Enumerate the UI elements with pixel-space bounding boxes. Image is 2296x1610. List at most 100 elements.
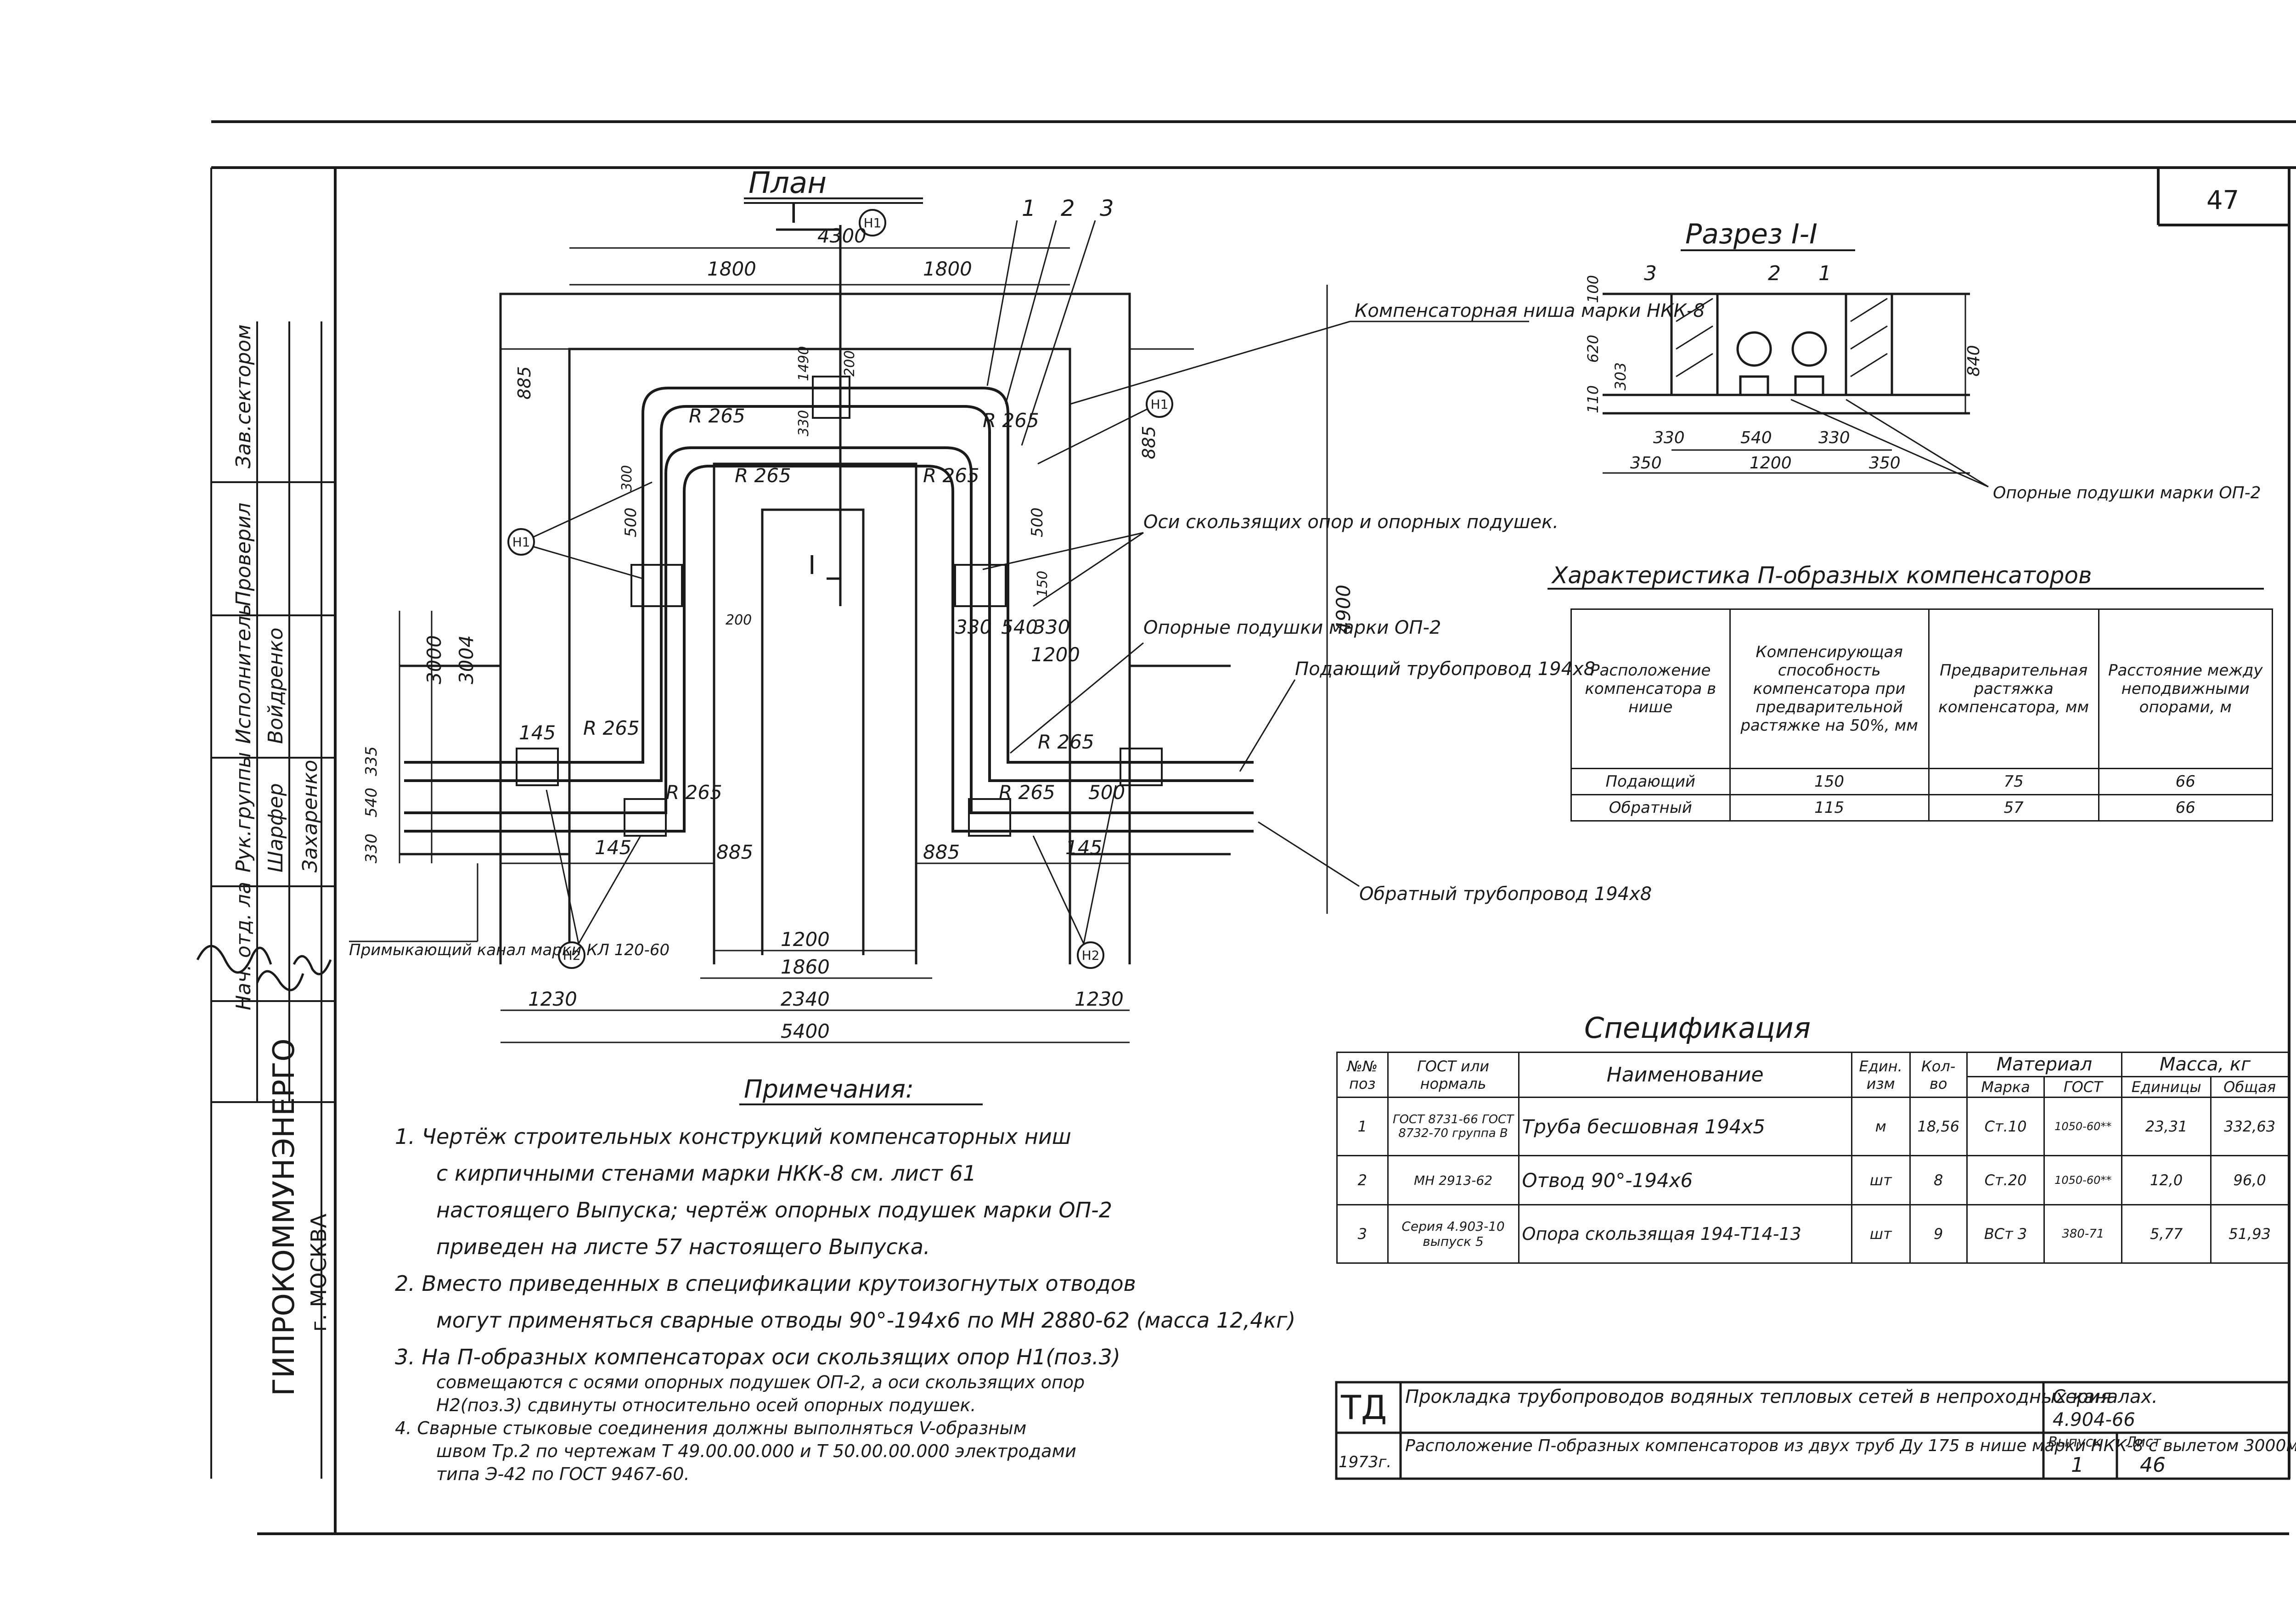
note-line: с кирпичными стенами марки НКК-8 см. лис… bbox=[436, 1161, 976, 1186]
spec-cell-gost: Серия 4.903-10 выпуск 5 bbox=[1387, 1204, 1519, 1264]
section-position-label: 3 bbox=[1644, 262, 1657, 285]
axis-circles bbox=[507, 209, 1173, 969]
section-title: Разрез I-I bbox=[1685, 218, 1818, 250]
characteristics-cell: 75 bbox=[1928, 768, 2099, 795]
dim-500: 500 bbox=[622, 507, 640, 537]
dim-145: 145 bbox=[1065, 836, 1102, 859]
dim-200: 200 bbox=[726, 612, 752, 628]
dim-1230-right: 1230 bbox=[1075, 988, 1124, 1010]
callout-support-pads: Опорные подушки марки ОП-2 bbox=[1143, 617, 1441, 638]
dim-330: 330 bbox=[1033, 616, 1070, 638]
dim-r265: R 265 bbox=[666, 781, 722, 804]
dim-540: 540 bbox=[362, 788, 381, 817]
note-line: 2. Вместо приведенных в спецификации кру… bbox=[395, 1271, 1136, 1296]
stamp-name: Войдренко bbox=[264, 628, 287, 744]
characteristics-row: Обратный 115 57 66 bbox=[1570, 794, 2273, 822]
notes-title: Примечания: bbox=[744, 1075, 914, 1103]
spec-header-name: Наименование bbox=[1518, 1052, 1852, 1098]
dim-330: 330 bbox=[362, 833, 381, 863]
stamp-city: г. МОСКВА bbox=[306, 1213, 331, 1332]
stamp-role: Нач. отд. ла bbox=[232, 882, 255, 1010]
spec-header-mark: Марка bbox=[1966, 1076, 2045, 1098]
spec-cell-unit-mass: 12,0 bbox=[2121, 1155, 2212, 1205]
spec-cell-qty: 8 bbox=[1909, 1155, 1968, 1205]
section-dim-540: 540 bbox=[1740, 428, 1772, 447]
axis-label-h1: Н1 bbox=[1151, 397, 1169, 412]
spec-cell-gost: ГОСТ 8731-66 ГОСТ 8732-70 группа В bbox=[1387, 1097, 1519, 1156]
spec-cell-mark: Ст.10 bbox=[1966, 1097, 2045, 1156]
spec-header-unit: Един. изм bbox=[1851, 1052, 1911, 1098]
section-outline bbox=[1603, 293, 1970, 415]
title-block-series-value: 4.904-66 bbox=[2053, 1409, 2135, 1430]
specification-title: Спецификация bbox=[1584, 1011, 1811, 1045]
callout-niche: Компенсаторная ниша марки НКК-8 bbox=[1355, 300, 1705, 321]
dim-885: 885 bbox=[923, 841, 960, 863]
section-position-label: 2 bbox=[1768, 262, 1781, 285]
plan-position-label: 3 bbox=[1100, 196, 1114, 221]
callout-supply-pipe: Подающий трубопровод 194х8 bbox=[1295, 659, 1595, 680]
spec-cell-total-mass: 332,63 bbox=[2210, 1097, 2289, 1156]
spec-header-qty: Кол-во bbox=[1909, 1052, 1968, 1098]
return-pipe bbox=[404, 446, 1254, 833]
dim-885: 885 bbox=[716, 841, 753, 863]
sheet-frame bbox=[211, 120, 2296, 1535]
dim-r265: R 265 bbox=[983, 409, 1039, 432]
stamp-organization: ГИПРОКОММУНЭНЕРГО bbox=[267, 1038, 301, 1396]
stamp-name: Захаренко bbox=[298, 760, 322, 873]
section-dim-110: 110 bbox=[1584, 385, 1602, 413]
spec-cell-gost2: 1050-60** bbox=[2043, 1097, 2123, 1156]
dimension-lines bbox=[399, 247, 1328, 1043]
spec-header-gost: ГОСТ или нормаль bbox=[1387, 1052, 1519, 1098]
dim-4300: 4300 bbox=[817, 225, 867, 247]
plan-title: План bbox=[748, 166, 827, 200]
axis-leaders bbox=[532, 408, 1148, 944]
note-line: Н2(поз.3) сдвинуты относительно осей опо… bbox=[436, 1395, 976, 1415]
spec-cell-unit: м bbox=[1851, 1097, 1911, 1156]
dim-540: 540 bbox=[1001, 616, 1038, 638]
spec-cell-unit: шт bbox=[1851, 1155, 1911, 1205]
plan-position-label: 1 bbox=[1022, 196, 1036, 221]
section-mark-label: I bbox=[808, 551, 816, 580]
dim-r265: R 265 bbox=[923, 464, 979, 487]
spec-cell-name: Труба бесшовная 194х5 bbox=[1518, 1097, 1852, 1156]
title-block-issue-value: 1 bbox=[2071, 1453, 2084, 1477]
stamp-role: Зав.сектором bbox=[232, 324, 255, 468]
spec-header-total-mass: Общая bbox=[2210, 1076, 2289, 1098]
left-stamp-lines bbox=[210, 168, 335, 1479]
title-block-logo: ТД bbox=[1340, 1388, 1387, 1427]
stamp-role: Проверил bbox=[232, 502, 255, 606]
section-position-label: 1 bbox=[1818, 262, 1831, 285]
axis-label-h1: Н1 bbox=[512, 535, 530, 550]
section-dim-620: 620 bbox=[1584, 335, 1602, 363]
dim-1800-right: 1800 bbox=[923, 258, 972, 280]
section-dim-303: 303 bbox=[1612, 362, 1629, 390]
stamp-role: Исполнитель bbox=[232, 604, 255, 744]
spec-header-unit-mass: Единицы bbox=[2121, 1076, 2212, 1098]
dim-500: 500 bbox=[1088, 781, 1125, 804]
spec-row: 3 Серия 4.903-10 выпуск 5 Опора скользящ… bbox=[1336, 1204, 2289, 1264]
spec-row: 1 ГОСТ 8731-66 ГОСТ 8732-70 группа В Тру… bbox=[1336, 1097, 2289, 1156]
dim-1200: 1200 bbox=[1031, 643, 1080, 666]
section-dimension-lines bbox=[1603, 294, 1989, 488]
spec-header-mass: Масса, кг bbox=[2121, 1052, 2289, 1077]
characteristics-cell: Подающий bbox=[1570, 768, 1731, 795]
title-block-issue-label: Выпуск bbox=[2048, 1434, 2101, 1450]
spec-cell-unit: шт bbox=[1851, 1204, 1911, 1264]
callout-return-pipe: Обратный трубопровод 194х8 bbox=[1359, 884, 1652, 905]
axis-label-h2: Н2 bbox=[1082, 948, 1100, 963]
sheet-number: 47 bbox=[2206, 186, 2239, 215]
title-block-subtitle: Расположение П-образных компенсаторов из… bbox=[1405, 1436, 2296, 1455]
spec-cell-unit-mass: 5,77 bbox=[2121, 1204, 2212, 1264]
spec-cell-total-mass: 96,0 bbox=[2210, 1155, 2289, 1205]
characteristics-header: Расположение компенсатора в нише bbox=[1570, 608, 1731, 769]
characteristics-cell: 57 bbox=[1928, 794, 2099, 822]
spec-cell-mark: ВСт 3 bbox=[1966, 1204, 2045, 1264]
section-mark-label: I bbox=[790, 199, 798, 229]
spec-cell-pos: 2 bbox=[1336, 1155, 1389, 1205]
characteristics-cell: 150 bbox=[1729, 768, 1930, 795]
title-block-sheet-label: Лист bbox=[2126, 1434, 2162, 1450]
dim-r265: R 265 bbox=[689, 405, 745, 427]
callout-support-axes: Оси скользящих опор и опорных подушек. bbox=[1143, 512, 1559, 533]
characteristics-row: Подающий 150 75 66 bbox=[1570, 768, 2273, 795]
